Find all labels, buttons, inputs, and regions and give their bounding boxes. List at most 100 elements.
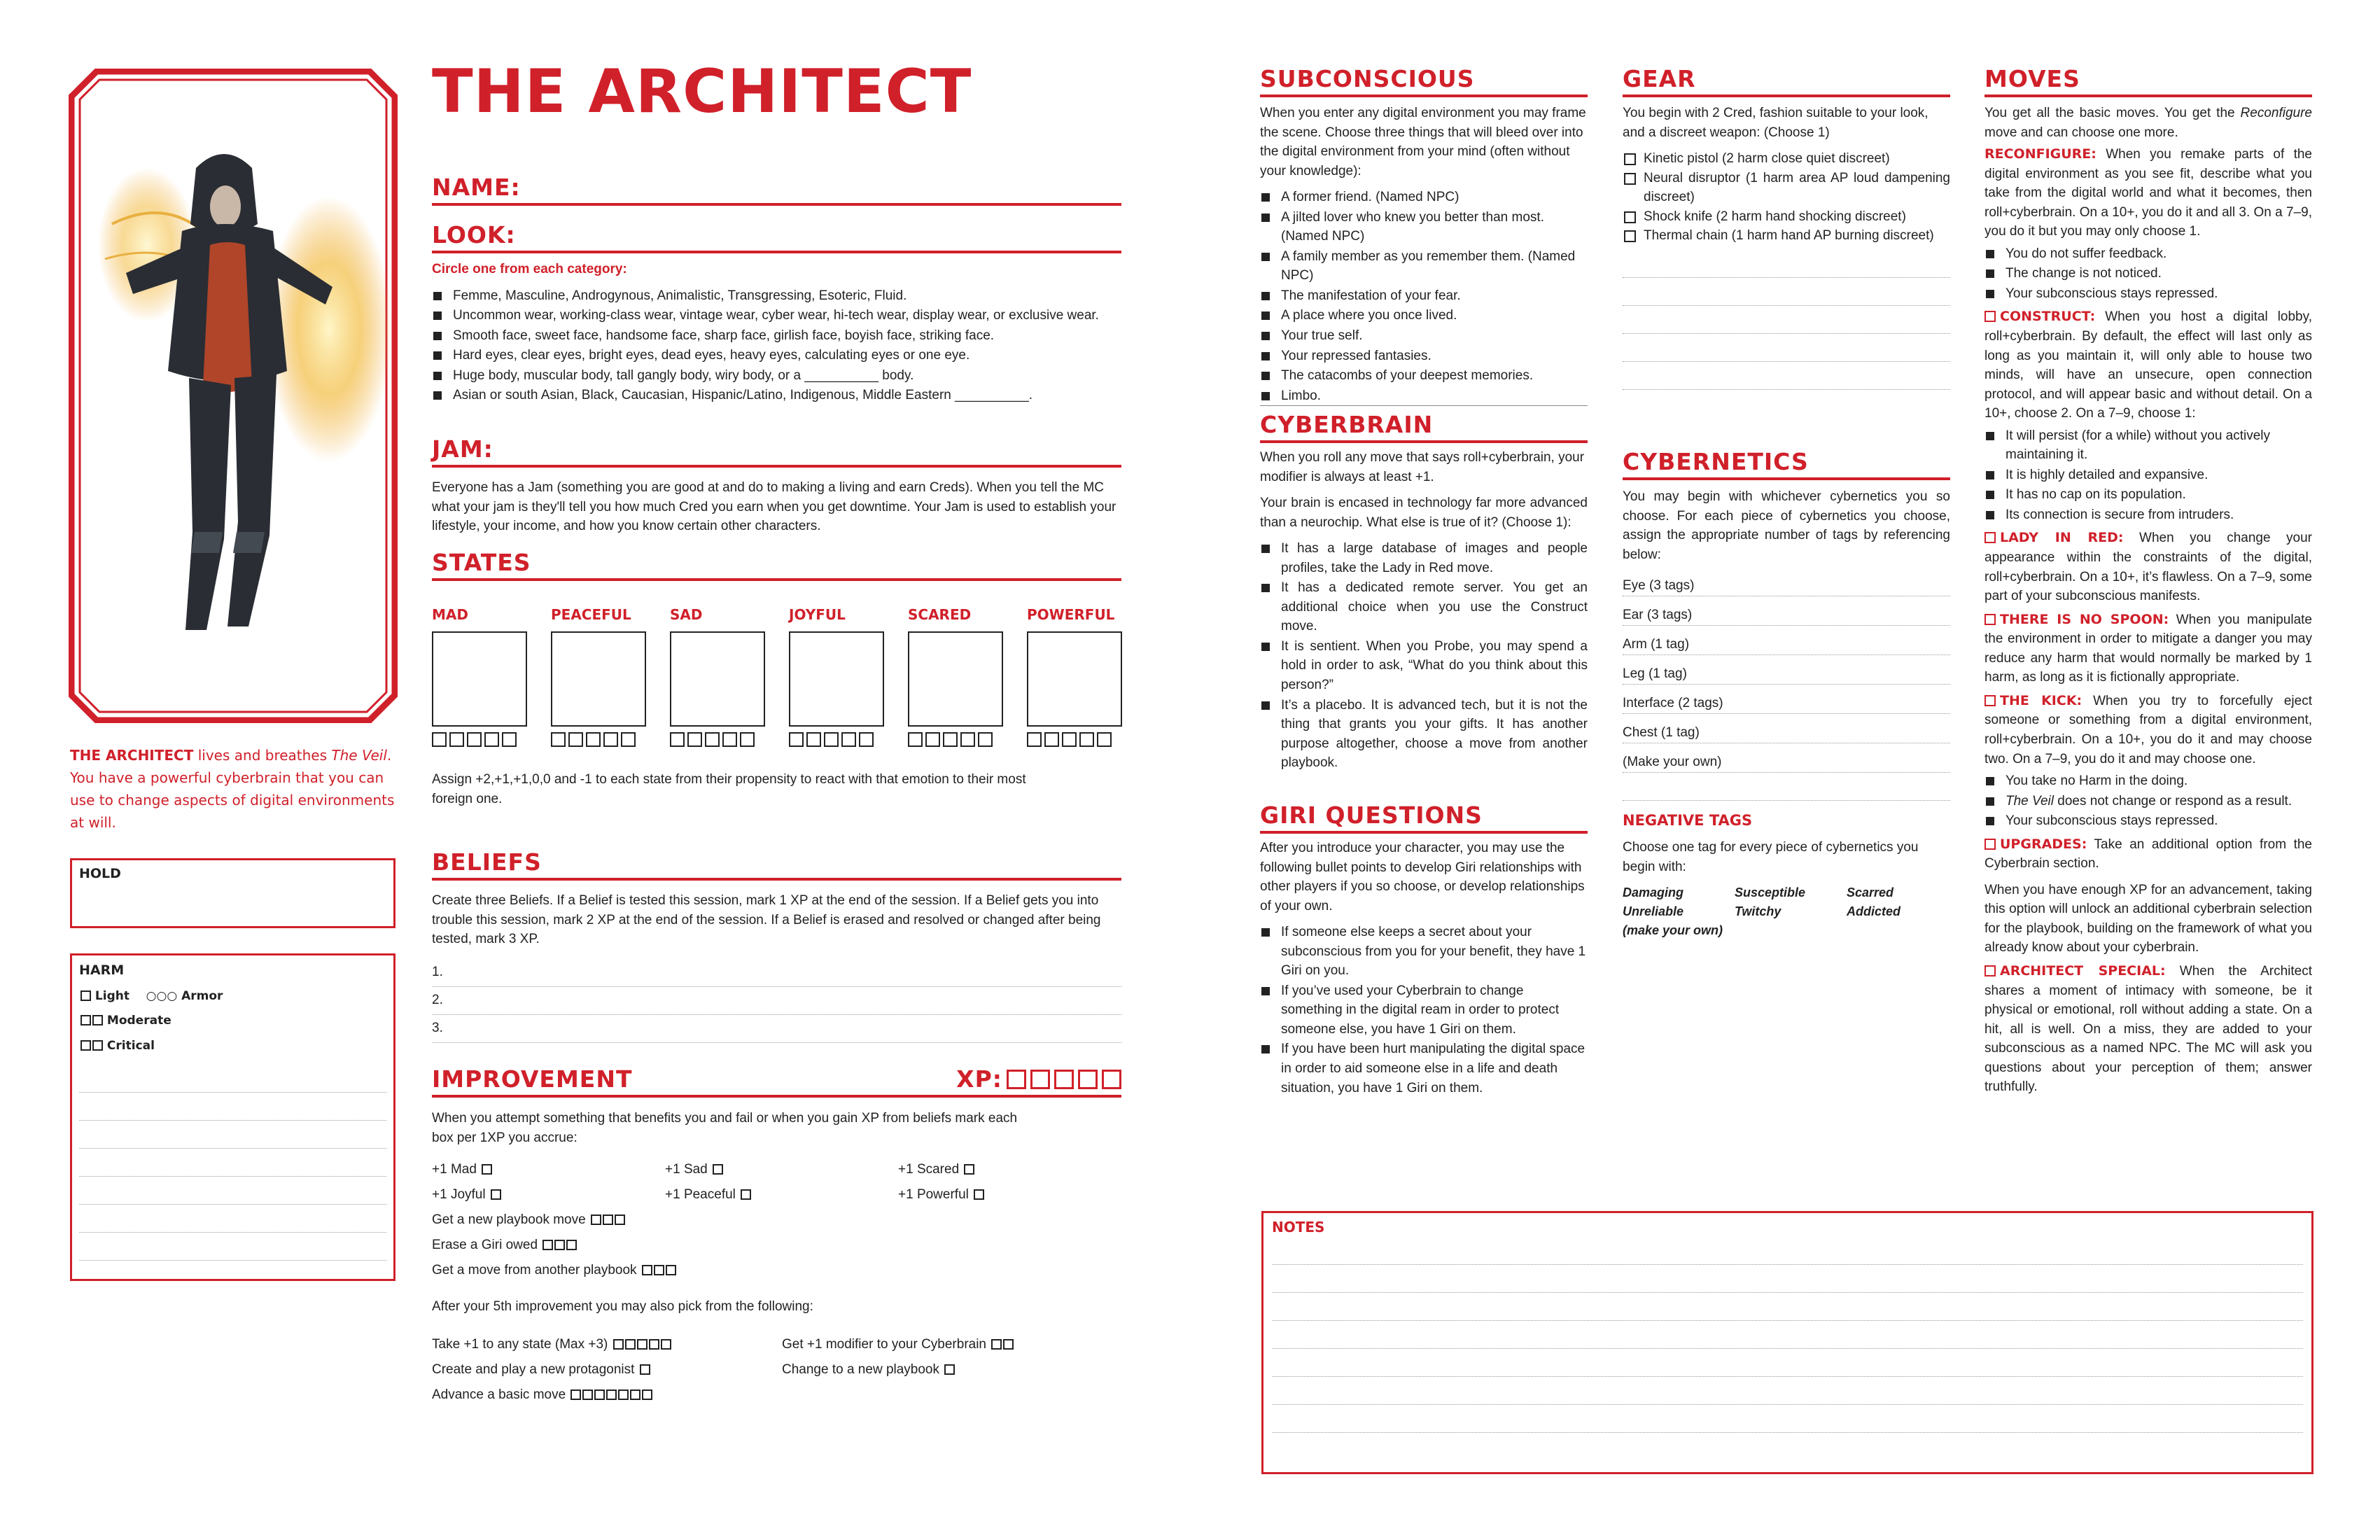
improvement-option[interactable]: +1 Powerful — [898, 1182, 985, 1208]
harm-write-lines[interactable] — [79, 1065, 386, 1261]
armor-circles[interactable]: ○○○ — [146, 988, 178, 1003]
cybernetics-extra-line[interactable] — [1623, 773, 1950, 802]
harm-moderate-checkbox-2[interactable] — [92, 1015, 103, 1026]
construct-option[interactable]: It has no cap on its population. — [1984, 485, 2312, 505]
subconscious-item[interactable]: The catacombs of your deepest memories. — [1260, 366, 1588, 386]
improvement-option[interactable]: +1 Mad — [432, 1157, 665, 1182]
negative-tag[interactable]: Susceptible — [1735, 886, 1806, 900]
advanced-option[interactable]: Get +1 modifier to your Cyberbrain — [782, 1332, 1014, 1357]
gear-item[interactable]: Neural disruptor (1 harm area AP loud da… — [1623, 169, 1950, 207]
harm-critical-row[interactable]: Critical — [79, 1034, 386, 1059]
subconscious-item[interactable]: Your repressed fantasies. — [1260, 346, 1588, 366]
belief-line-1[interactable]: 1. — [432, 959, 1121, 987]
architect-special-checkbox[interactable] — [1984, 965, 1996, 976]
subconscious-item[interactable]: Limbo. — [1260, 386, 1588, 407]
harm-critical-checkbox-2[interactable] — [92, 1040, 103, 1051]
state-checkboxes[interactable] — [1027, 732, 1132, 747]
giri-item[interactable]: If someone else keeps a secret about you… — [1260, 923, 1588, 981]
cybernetics-item[interactable]: Ear (3 tags) — [1623, 596, 1950, 626]
cybernetics-item[interactable]: Arm (1 tag) — [1623, 626, 1950, 656]
kick-option[interactable]: The Veil does not change or respond as a… — [1984, 792, 2312, 811]
cybernetics-item[interactable]: Interface (2 tags) — [1623, 685, 1950, 715]
look-item[interactable]: Asian or south Asian, Black, Caucasian, … — [432, 386, 1121, 405]
state-checkboxes[interactable] — [908, 732, 1027, 747]
state-checkboxes[interactable] — [432, 732, 551, 747]
state-value-box[interactable] — [670, 631, 765, 727]
name-field[interactable]: NAME: — [432, 176, 1121, 206]
negative-tag[interactable]: (make your own) — [1623, 923, 1723, 938]
look-item[interactable]: Femme, Masculine, Androgynous, Animalist… — [432, 286, 1121, 306]
harm-critical-checkbox-1[interactable] — [80, 1040, 91, 1051]
cyberbrain-item[interactable]: It’s a placebo. It is advanced tech, but… — [1260, 696, 1588, 773]
state-checkboxes[interactable] — [670, 732, 789, 747]
cybernetics-item[interactable]: Leg (1 tag) — [1623, 655, 1950, 685]
improvement-option[interactable]: Get a move from another playbook — [432, 1258, 1132, 1283]
harm-moderate-row[interactable]: Moderate — [79, 1009, 386, 1034]
state-checkboxes[interactable] — [551, 732, 670, 747]
cyberbrain-item[interactable]: It is sentient. When you Probe, you may … — [1260, 637, 1588, 695]
cyberbrain-item[interactable]: It has a dedicated remote server. You ge… — [1260, 578, 1588, 636]
gear-item[interactable]: Shock knife (2 harm hand shocking discre… — [1623, 207, 1950, 227]
cyberbrain-item[interactable]: It has a large database of images and pe… — [1260, 539, 1588, 578]
kick-option[interactable]: You take no Harm in the doing. — [1984, 771, 2312, 791]
look-item[interactable]: Smooth face, sweet face, handsome face, … — [432, 326, 1121, 346]
move-no-spoon[interactable]: THERE IS NO SPOON: When you manipulate t… — [1984, 611, 2312, 685]
negative-tag[interactable]: Scarred — [1847, 886, 1894, 900]
upgrades-checkbox[interactable] — [1984, 838, 1996, 850]
move-architect-special[interactable]: ARCHITECT SPECIAL: When the Architect sh… — [1984, 962, 2312, 1095]
no-spoon-checkbox[interactable] — [1984, 613, 1996, 625]
subconscious-item[interactable]: A former friend. (Named NPC) — [1260, 188, 1588, 207]
improvement-option[interactable]: +1 Scared — [898, 1157, 975, 1182]
kick-option[interactable]: Your subconscious stays repressed. — [1984, 811, 2312, 831]
subconscious-item[interactable]: A place where you once lived. — [1260, 306, 1588, 326]
gear-write-lines[interactable] — [1623, 250, 1950, 390]
advanced-option[interactable]: Take +1 to any state (Max +3) — [432, 1332, 782, 1357]
advanced-option[interactable]: Change to a new playbook — [782, 1357, 955, 1382]
subconscious-item[interactable]: A family member as you remember them. (N… — [1260, 247, 1588, 286]
construct-option[interactable]: Its connection is secure from intruders. — [1984, 505, 2312, 525]
negative-tag[interactable]: Twitchy — [1735, 904, 1782, 919]
gear-item[interactable]: Thermal chain (1 harm hand AP burning di… — [1623, 226, 1950, 246]
reconfigure-option[interactable]: Your subconscious stays repressed. — [1984, 284, 2312, 304]
subconscious-item[interactable]: The manifestation of your fear. — [1260, 286, 1588, 306]
cybernetics-item[interactable]: Chest (1 tag) — [1623, 714, 1950, 744]
improvement-option[interactable]: Get a new playbook move — [432, 1208, 1132, 1233]
move-construct[interactable]: CONSTRUCT: When you host a digital lobby… — [1984, 309, 2312, 421]
construct-checkbox[interactable] — [1984, 311, 1996, 323]
gear-item[interactable]: Kinetic pistol (2 harm close quiet discr… — [1623, 149, 1950, 169]
improvement-option[interactable]: +1 Sad — [665, 1157, 898, 1182]
advanced-option[interactable]: Advance a basic move — [432, 1382, 1132, 1408]
improvement-option[interactable]: +1 Peaceful — [665, 1182, 898, 1208]
look-item[interactable]: Uncommon wear, working-class wear, vinta… — [432, 306, 1121, 326]
harm-moderate-checkbox-1[interactable] — [80, 1015, 91, 1026]
advanced-option[interactable]: Create and play a new protagonist — [432, 1357, 782, 1382]
lady-in-red-checkbox[interactable] — [1984, 532, 1996, 544]
hold-box[interactable]: HOLD — [70, 858, 396, 928]
improvement-option[interactable]: Erase a Giri owed — [432, 1233, 1132, 1258]
negative-tag[interactable]: Addicted — [1847, 904, 1901, 919]
state-value-box[interactable] — [551, 631, 646, 727]
negative-tag[interactable]: Unreliable — [1623, 904, 1684, 919]
the-kick-checkbox[interactable] — [1984, 694, 1996, 706]
look-item[interactable]: Hard eyes, clear eyes, bright eyes, dead… — [432, 346, 1121, 365]
move-the-kick[interactable]: THE KICK: When you try to forcefully eje… — [1984, 692, 2313, 766]
cybernetics-item[interactable]: Eye (3 tags) — [1623, 567, 1950, 597]
construct-option[interactable]: It will persist (for a while) without yo… — [1984, 426, 2312, 465]
giri-item[interactable]: If you have been hurt manipulating the d… — [1260, 1040, 1588, 1098]
belief-line-3[interactable]: 3. — [432, 1015, 1121, 1043]
state-value-box[interactable] — [789, 631, 884, 727]
harm-light-checkbox[interactable] — [80, 990, 91, 1001]
giri-item[interactable]: If you’ve used your Cyberbrain to change… — [1260, 981, 1588, 1040]
state-value-box[interactable] — [1027, 631, 1122, 727]
reconfigure-option[interactable]: The change is not noticed. — [1984, 264, 2312, 284]
move-lady-in-red[interactable]: LADY IN RED: When you change your appear… — [1984, 530, 2312, 604]
reconfigure-option[interactable]: You do not suffer feedback. — [1984, 244, 2312, 264]
move-upgrades[interactable]: UPGRADES: Take an additional option from… — [1984, 836, 2312, 872]
state-value-box[interactable] — [432, 631, 527, 727]
state-checkboxes[interactable] — [789, 732, 908, 747]
subconscious-item[interactable]: Your true self. — [1260, 326, 1588, 346]
subconscious-item[interactable]: A jilted lover who knew you better than … — [1260, 208, 1588, 246]
cybernetics-item[interactable]: (Make your own) — [1623, 743, 1950, 774]
notes-box[interactable]: NOTES — [1261, 1211, 2314, 1474]
negative-tag[interactable]: Damaging — [1623, 886, 1684, 900]
